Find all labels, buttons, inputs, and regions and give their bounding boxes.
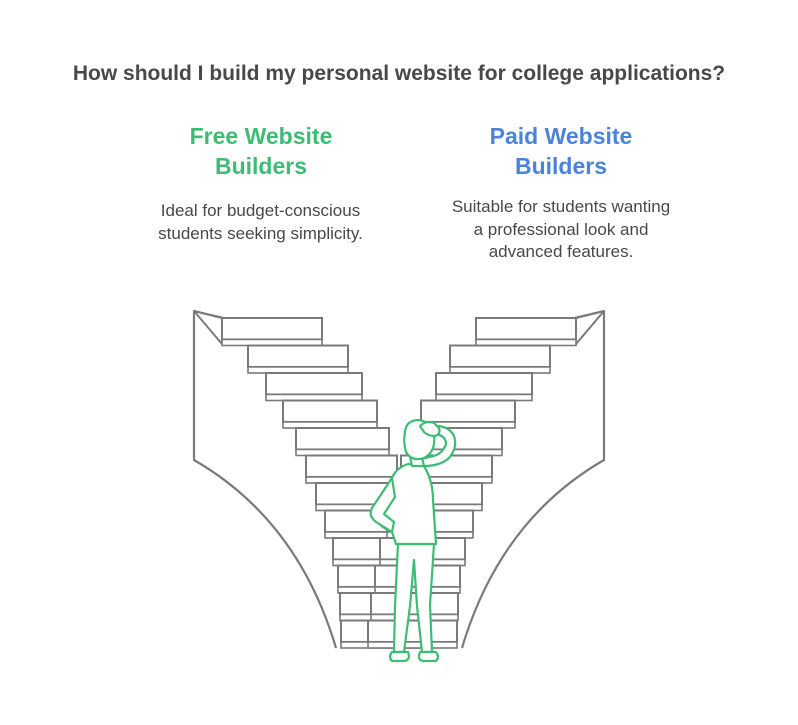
person-figure (369, 418, 457, 663)
stair-step (435, 372, 533, 396)
free-option-heading: Free Website Builders (189, 123, 333, 179)
stair-step (420, 399, 516, 423)
stair-step (295, 427, 390, 451)
stair-step (265, 372, 363, 396)
stair-step (282, 399, 378, 423)
stair-step (449, 344, 551, 368)
stair-step (247, 344, 349, 368)
person-legs (392, 542, 436, 654)
paid-option-heading: Paid Website Builders (489, 123, 633, 179)
paid-option-description: Suitable for students wanting a professi… (451, 197, 671, 261)
person-left-shoe (388, 650, 410, 663)
stair-step (221, 317, 323, 341)
stair-step (305, 454, 398, 478)
person-right-shoe (417, 650, 440, 663)
stair-step (370, 592, 459, 616)
person-hand (418, 420, 441, 438)
stair-step (475, 317, 577, 341)
stair-tread (367, 641, 458, 649)
diagram-title: How should I build my personal website f… (72, 62, 726, 85)
free-option-description: Ideal for budget-conscious students seek… (158, 201, 363, 243)
person-left-arm (369, 476, 397, 534)
stair-step (367, 619, 458, 643)
staircase-support-curve (460, 311, 606, 649)
staircase-support-curve (192, 311, 338, 649)
